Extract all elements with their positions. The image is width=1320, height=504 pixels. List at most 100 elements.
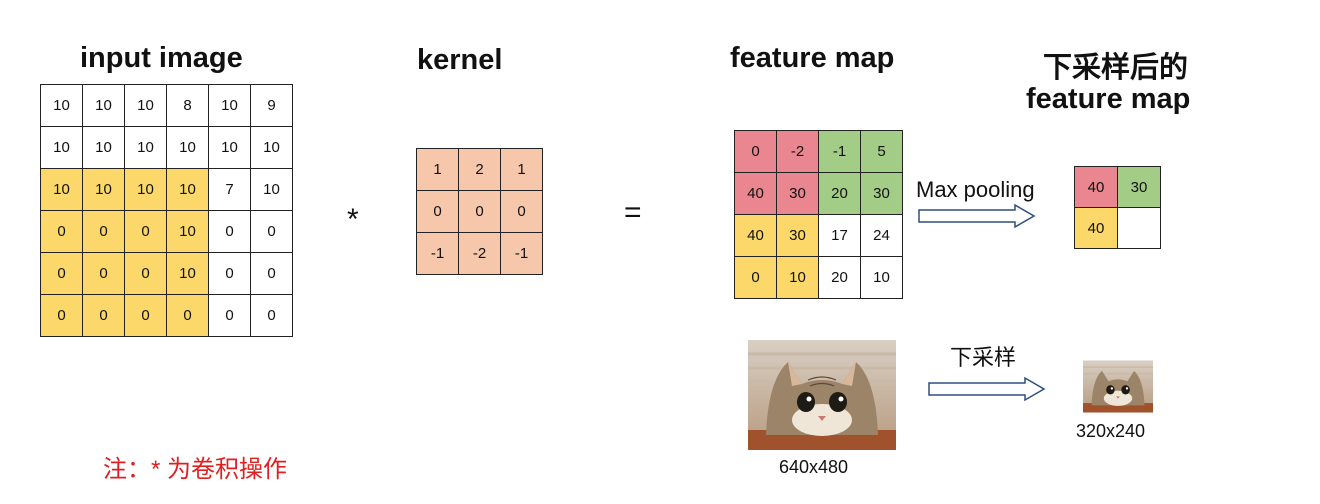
input-cell: 0 <box>40 210 83 253</box>
kernel-cell: 0 <box>416 190 459 233</box>
pooled-cell <box>1117 207 1161 249</box>
kernel-cell: -1 <box>500 232 543 275</box>
input-cell: 0 <box>124 210 167 253</box>
pooled-cell-row: 40 <box>1074 207 1161 249</box>
input-cell: 0 <box>40 294 83 337</box>
input-cell: 10 <box>124 84 167 127</box>
cat-photo-small <box>1083 360 1153 413</box>
input-cell: 0 <box>208 210 251 253</box>
input-cell: 10 <box>40 168 83 211</box>
pooled-cell: 30 <box>1117 166 1161 208</box>
convolution-note: 注：* 为卷积操作 <box>103 456 288 483</box>
input-cell: 9 <box>250 84 293 127</box>
feature-cell: 30 <box>776 172 819 215</box>
input-cell: 0 <box>250 294 293 337</box>
downsample-arrow <box>928 376 1046 402</box>
downsampled-title-line2: feature map <box>1026 83 1191 115</box>
input-cell: 0 <box>82 294 125 337</box>
pooled-cell: 40 <box>1074 166 1118 208</box>
feature-cell: -2 <box>776 130 819 173</box>
feature-map-title: feature map <box>730 42 895 74</box>
feature-cell: 30 <box>860 172 903 215</box>
kernel-cell-row: -1-2-1 <box>416 232 543 275</box>
input-cell: 10 <box>166 126 209 169</box>
kernel-cell: -1 <box>416 232 459 275</box>
input-cell: 0 <box>40 252 83 295</box>
kernel-cell: 0 <box>500 190 543 233</box>
input-cell: 8 <box>166 84 209 127</box>
input-cell: 10 <box>166 252 209 295</box>
input-cell: 10 <box>82 168 125 211</box>
feature-cell: 20 <box>818 256 861 299</box>
large-image-caption: 640x480 <box>779 457 849 477</box>
kernel-cell: 1 <box>500 148 543 191</box>
input-cell: 0 <box>250 210 293 253</box>
input-cell: 0 <box>208 252 251 295</box>
convolution-operator: * <box>347 203 359 236</box>
input-cell: 10 <box>166 210 209 253</box>
input-cell: 10 <box>250 126 293 169</box>
input-cell: 10 <box>124 126 167 169</box>
kernel-cell: 2 <box>458 148 501 191</box>
kernel-cell: 0 <box>458 190 501 233</box>
max-pooling-label: Max pooling <box>916 177 1035 202</box>
input-cell: 0 <box>250 252 293 295</box>
downsampled-title-line1: 下采样后的 <box>1043 52 1189 84</box>
downsample-label: 下采样 <box>950 345 1017 370</box>
feature-cell: 10 <box>860 256 903 299</box>
input-cell: 10 <box>166 168 209 211</box>
feature-cell: 40 <box>734 172 777 215</box>
input-cell: 0 <box>82 252 125 295</box>
pooled-cell: 40 <box>1074 207 1118 249</box>
feature-cell: -1 <box>818 130 861 173</box>
input-cell: 10 <box>40 84 83 127</box>
input-cell: 0 <box>208 294 251 337</box>
feature-cell: 40 <box>734 214 777 257</box>
feature-cell: 20 <box>818 172 861 215</box>
kernel-cell: 1 <box>416 148 459 191</box>
input-cell: 10 <box>250 168 293 211</box>
feature-cell: 0 <box>734 256 777 299</box>
feature-cell: 17 <box>818 214 861 257</box>
input-cell: 10 <box>40 126 83 169</box>
feature-cell: 30 <box>776 214 819 257</box>
feature-cell: 24 <box>860 214 903 257</box>
input-cell: 0 <box>166 294 209 337</box>
input-cell: 10 <box>208 84 251 127</box>
input-cell: 0 <box>124 252 167 295</box>
max-pooling-arrow <box>918 203 1036 229</box>
input-image-title: input image <box>80 42 243 74</box>
input-cell: 10 <box>82 84 125 127</box>
input-cell: 10 <box>208 126 251 169</box>
input-cell: 10 <box>124 168 167 211</box>
kernel-cell: -2 <box>458 232 501 275</box>
cat-photo-large <box>748 340 896 450</box>
input-cell: 10 <box>82 126 125 169</box>
feature-cell: 0 <box>734 130 777 173</box>
feature-cell: 10 <box>776 256 819 299</box>
equals-sign: = <box>624 196 642 229</box>
input-cell: 7 <box>208 168 251 211</box>
small-image-caption: 320x240 <box>1076 421 1146 441</box>
kernel-title: kernel <box>417 44 503 76</box>
input-cell: 0 <box>82 210 125 253</box>
input-cell: 0 <box>124 294 167 337</box>
feature-cell: 5 <box>860 130 903 173</box>
